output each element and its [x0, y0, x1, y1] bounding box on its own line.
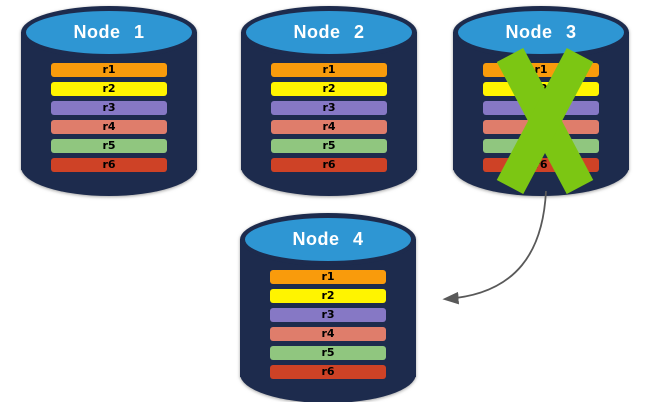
replica-rows: r1 r2 r3 r4 r5 r6 — [51, 63, 167, 172]
replica-row-r6: r6 — [270, 365, 386, 379]
replica-row-label: r6 — [321, 365, 335, 378]
failure-x-icon — [496, 48, 594, 194]
cylinder-top — [240, 213, 416, 266]
replica-row-r1: r1 — [270, 270, 386, 284]
replica-rows: r1 r2 r3 r4 r5 r6 — [270, 270, 386, 379]
replica-row-label: r5 — [321, 346, 335, 359]
replica-row-r2: r2 — [271, 82, 387, 96]
replica-row-r1: r1 — [51, 63, 167, 77]
replica-row-label: r5 — [102, 139, 116, 152]
replica-row-r2: r2 — [270, 289, 386, 303]
replica-row-r3: r3 — [270, 308, 386, 322]
node-title: Node 3 — [505, 22, 577, 42]
database-node: r1 r2 r3 r4 r5 r6 Node 1 — [21, 6, 197, 196]
database-node: r1 r2 r3 r4 r5 r6 Node 2 — [241, 6, 417, 196]
replica-row-r4: r4 — [271, 120, 387, 134]
replica-row-label: r6 — [322, 158, 336, 171]
replica-row-label: r4 — [102, 120, 116, 133]
node-title: Node 1 — [73, 22, 145, 42]
replica-row-label: r1 — [102, 63, 116, 76]
replica-rows: r1 r2 r3 r4 r5 r6 — [271, 63, 387, 172]
replica-row-r6: r6 — [51, 158, 167, 172]
replica-row-label: r3 — [321, 308, 335, 321]
replica-row-r4: r4 — [51, 120, 167, 134]
cylinder-top — [21, 6, 197, 59]
replica-row-r5: r5 — [270, 346, 386, 360]
failover-arrow-path — [442, 190, 547, 305]
replica-row-label: r4 — [321, 327, 335, 340]
replica-row-r6: r6 — [271, 158, 387, 172]
x-stroke — [496, 48, 594, 194]
replica-row-label: r2 — [102, 82, 116, 95]
replica-row-r3: r3 — [51, 101, 167, 115]
cylinder-top — [453, 6, 629, 59]
replica-row-label: r1 — [534, 63, 548, 76]
node-title: Node 2 — [293, 22, 365, 42]
replica-row-r2: r2 — [51, 82, 167, 96]
replica-row-r5: r5 — [271, 139, 387, 153]
node-title: Node 4 — [292, 229, 364, 249]
cylinder-top — [241, 6, 417, 59]
replica-row-label: r2 — [321, 289, 335, 302]
replica-row-label: r3 — [102, 101, 116, 114]
replica-row-label: r3 — [322, 101, 336, 114]
replica-row-r5: r5 — [51, 139, 167, 153]
replica-row-label: r5 — [322, 139, 336, 152]
replica-row-r3: r3 — [271, 101, 387, 115]
replica-row-label: r1 — [321, 270, 335, 283]
replica-row-r4: r4 — [270, 327, 386, 341]
replica-row-r1: r1 — [271, 63, 387, 77]
replica-row-label: r1 — [322, 63, 336, 76]
replica-row-label: r4 — [322, 120, 336, 133]
database-node: r1 r2 r3 r4 r5 r6 Node 4 — [240, 213, 416, 402]
replica-row-label: r6 — [102, 158, 116, 171]
replica-row-label: r2 — [322, 82, 336, 95]
